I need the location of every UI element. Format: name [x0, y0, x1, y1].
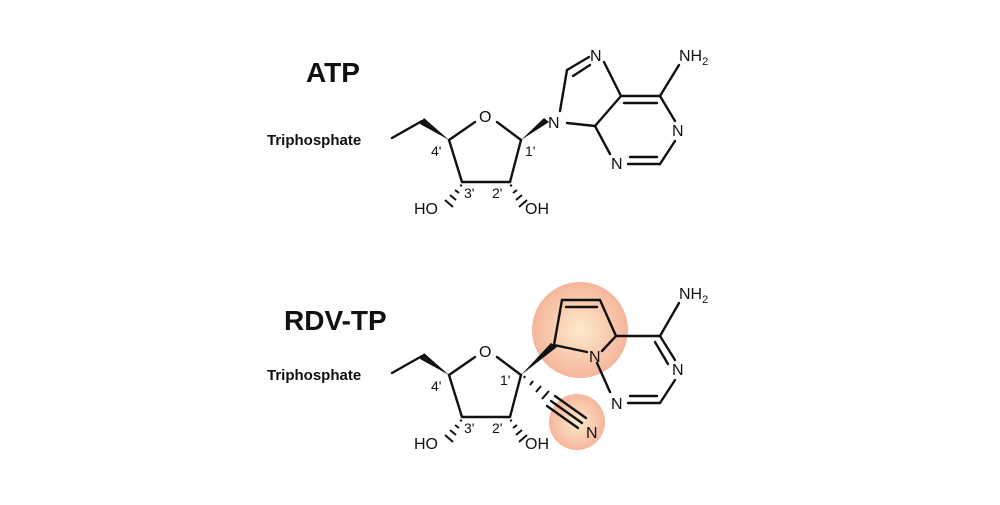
rdv-bond	[447, 373, 464, 419]
atp-n3: N	[611, 156, 623, 173]
rdv-nitrile-n: N	[586, 425, 598, 442]
atp-pos-2: 2'	[492, 185, 502, 201]
atp-n7: N	[590, 48, 602, 65]
atp-bond	[658, 63, 681, 98]
rdv-2-hydroxyl: OH	[525, 436, 549, 453]
rdv-bond	[653, 340, 670, 366]
rdv-nitrile-bond	[549, 399, 584, 425]
rdv-bond	[390, 354, 424, 375]
rdv-hash-bond-3	[444, 419, 463, 443]
rdv-bond	[495, 355, 523, 377]
atp-ring-oxygen: O	[479, 109, 491, 126]
atp-n9: N	[548, 115, 560, 132]
atp-hash-bond-2	[509, 184, 528, 208]
rdv-bond	[598, 298, 618, 338]
atp-bond	[593, 94, 623, 128]
atp-bond	[658, 139, 677, 166]
rdv-pyrrole-highlight	[532, 282, 628, 378]
rdv-nitrile-bond	[545, 404, 580, 430]
rdv-hash-bond-cn	[523, 375, 550, 400]
rdv-bond	[508, 373, 523, 419]
rdv-pos-4: 4'	[431, 378, 441, 394]
rdv-nitrile-bond	[553, 394, 588, 420]
atp-2-hydroxyl: OH	[525, 201, 549, 218]
rdv-hash-bond-2	[509, 419, 528, 443]
atp-bond	[495, 120, 523, 142]
rdv-wedge-bond	[420, 353, 449, 375]
rdv-title: RDV-TP	[284, 305, 387, 336]
atp-bond	[447, 120, 477, 142]
rdv-bond	[595, 361, 612, 394]
atp-title: ATP	[306, 57, 360, 88]
rdv-pos-1: 1'	[500, 372, 510, 388]
rdv-triazine-n-b: N	[611, 396, 623, 413]
atp-bond	[390, 119, 424, 140]
rdv-bond	[600, 334, 618, 353]
rdv-triazine-n-a: N	[672, 362, 684, 379]
atp-3-hydroxyl: HO	[414, 201, 438, 218]
atp-pos-1: 1'	[525, 143, 535, 159]
rdv-glycosidic-wedge	[521, 343, 557, 375]
rdv-pyrrole-n: N	[589, 349, 601, 366]
rdv-amine: NH2	[679, 286, 708, 306]
atp-pos-3: 3'	[464, 185, 474, 201]
rdv-pos-3: 3'	[464, 420, 474, 436]
rdv-nitrile-highlight	[549, 394, 605, 450]
atp-bond	[558, 68, 569, 113]
rdv-triphosphate-label: Triphosphate	[267, 367, 361, 384]
atp-bond	[565, 55, 591, 72]
rdv-3-hydroxyl: HO	[414, 436, 438, 453]
rdv-ring-oxygen: O	[479, 344, 491, 361]
atp-bond	[565, 121, 597, 128]
rdv-structure: RDV-TP O Triphosphate 4' 1' 3' 2' HO	[267, 282, 708, 453]
rdv-bond	[552, 298, 564, 347]
atp-glycosidic-wedge	[521, 118, 549, 140]
rdv-bond	[658, 378, 677, 405]
atp-bond	[571, 63, 592, 78]
atp-bond	[447, 138, 464, 184]
atp-wedge-bond	[420, 118, 449, 140]
atp-n1: N	[672, 123, 684, 140]
rdv-bond	[658, 301, 681, 338]
rdv-bond	[658, 334, 677, 362]
rdv-pos-2: 2'	[492, 420, 502, 436]
atp-bond	[658, 94, 677, 123]
atp-triphosphate-label: Triphosphate	[267, 132, 361, 149]
atp-bond	[508, 138, 523, 184]
atp-hash-bond-3	[444, 184, 463, 208]
atp-amine: NH2	[679, 48, 708, 68]
atp-pos-4: 4'	[431, 143, 441, 159]
atp-bond	[593, 124, 612, 156]
atp-bond	[602, 60, 623, 98]
atp-structure: ATP O Triphosphate 4' 1' 3' 2' HO	[267, 48, 708, 218]
rdv-bond	[447, 355, 477, 377]
rdv-bond	[552, 343, 589, 354]
